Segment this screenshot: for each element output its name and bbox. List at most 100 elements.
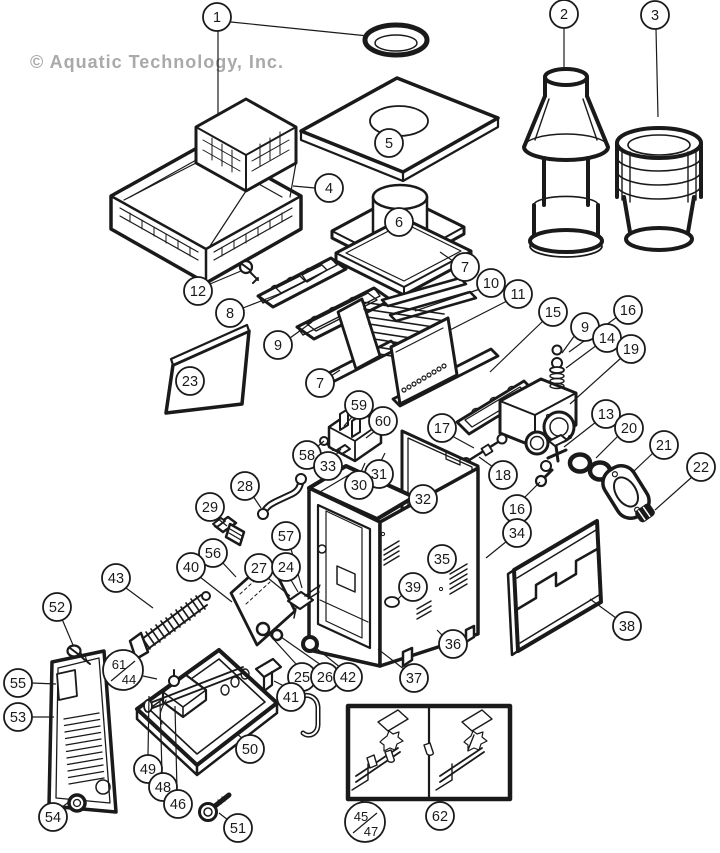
part-gas-pipe [257,473,307,520]
inset-view-right [423,709,493,791]
svg-text:11: 11 [510,287,525,303]
callout-56: 56 [198,538,237,578]
callout-32: 32 [408,484,438,514]
part-grommet-ring [67,793,87,813]
part-top-louver-assembly [109,97,303,285]
callout-37: 37 [377,648,429,693]
callout-29: 29 [195,492,228,527]
callout-14: 14 [565,323,622,369]
svg-text:24: 24 [278,560,294,576]
svg-text:9: 9 [581,320,589,336]
svg-text:54: 54 [45,810,61,826]
callout-16: 16 [502,481,541,524]
callout-26: 26 [280,636,340,692]
part-bypass-spring-stack [549,344,565,390]
part-heat-shield [506,519,603,657]
part-side-panel-23 [164,323,251,415]
callout-55: 55 [3,668,57,698]
callout-3: 3 [640,0,670,118]
callout-18: 18 [478,456,518,490]
svg-text:48: 48 [155,780,171,796]
callout-40: 40 [176,552,233,603]
svg-text:61: 61 [112,657,126,672]
part-burner-tray [135,648,279,777]
svg-text:19: 19 [623,342,639,358]
inset-view-left [351,709,409,791]
svg-text:20: 20 [621,421,637,437]
svg-text:16: 16 [509,502,525,518]
part-vent-stack-low [615,126,703,252]
callout-19: 19 [569,334,646,405]
svg-text:43: 43 [108,571,124,587]
callout-6: 6 [384,207,414,237]
callout-34: 34 [485,518,532,559]
part-plug [635,503,655,523]
svg-text:7: 7 [316,376,324,392]
callout-54: 54 [38,800,71,832]
svg-text:53: 53 [10,710,26,726]
svg-text:22: 22 [693,460,709,476]
part-drain-fitting [540,434,568,472]
callout-33: 33 [313,448,343,481]
callout-12: 12 [183,270,242,306]
part-grommet [301,635,319,653]
svg-text:49: 49 [140,762,156,778]
callout-20: 20 [595,413,644,459]
part-heat-exchanger [311,276,500,408]
callout-42: 42 [315,647,363,692]
svg-text:58: 58 [299,448,315,464]
svg-text:50: 50 [242,742,258,758]
callout-9: 9 [263,321,313,360]
callout-17: 17 [427,413,475,449]
svg-text:13: 13 [598,407,614,423]
svg-text:38: 38 [619,619,635,635]
callout-39: 39 [396,572,428,602]
svg-text:5: 5 [385,136,393,152]
svg-text:41: 41 [283,690,299,706]
svg-text:29: 29 [202,500,218,516]
part-tray-bracket [254,657,283,693]
part-heater-body [307,429,480,668]
callout-38: 38 [589,598,642,641]
callout-1: 1 [202,2,369,116]
svg-text:27: 27 [251,561,267,577]
callout-9: 9 [561,312,600,354]
svg-text:6: 6 [395,215,403,231]
svg-text:23: 23 [182,374,198,390]
callout-36: 36 [436,629,468,659]
svg-text:9: 9 [274,338,282,354]
svg-text:18: 18 [495,468,511,484]
svg-text:14: 14 [599,331,615,347]
part-top-plate [299,76,500,183]
callout-51: 51 [218,812,253,843]
svg-text:44: 44 [122,672,136,687]
part-vent-stack-tall [522,67,610,258]
callout-46: 46 [163,705,193,819]
callout-2: 2 [549,0,579,70]
callout-41: 41 [273,680,306,712]
svg-text:36: 36 [445,637,461,653]
svg-text:62: 62 [432,809,448,825]
svg-text:16: 16 [620,303,636,319]
part-front-door [47,649,118,814]
callout-30: 30 [344,462,374,500]
part-igniter [286,584,321,619]
svg-text:39: 39 [405,580,421,596]
callout-59: 59 [343,390,374,427]
callout-5: 5 [374,128,404,158]
part-screw-12 [238,259,259,284]
callout-23: 23 [175,366,205,396]
svg-text:56: 56 [205,546,221,562]
callout-8: 8 [215,291,285,328]
inset-detail-box [345,703,513,802]
svg-text:7: 7 [461,260,469,276]
svg-text:55: 55 [10,676,26,692]
svg-text:34: 34 [509,526,525,542]
svg-text:42: 42 [340,670,356,686]
part-siphon-loop [296,692,321,738]
watermark-text: © Aquatic Technology, Inc. [30,52,284,72]
svg-text:47: 47 [364,824,378,839]
svg-text:35: 35 [434,552,450,568]
